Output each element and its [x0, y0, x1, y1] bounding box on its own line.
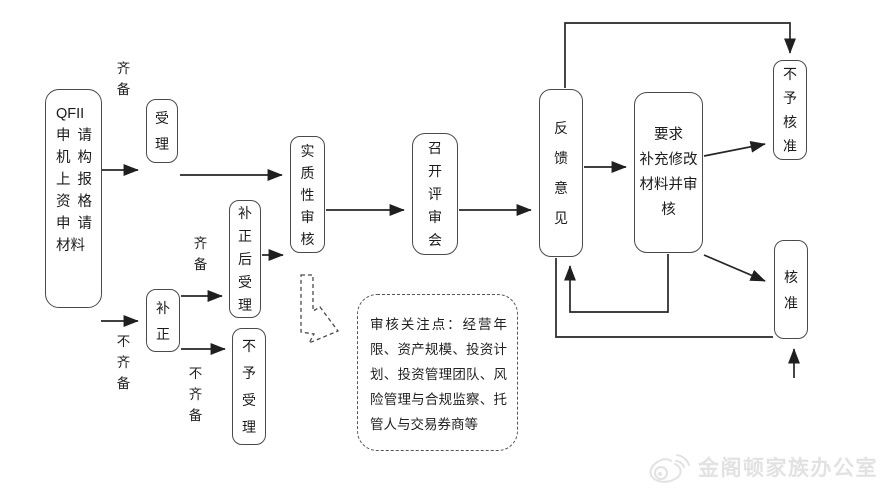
dashed-elbow-arrow: [300, 274, 340, 345]
accept-label: 受理: [155, 110, 169, 152]
edge-label-incomplete-left: 不齐备: [116, 334, 131, 391]
flow-box-substantive-review: 实质性审核: [290, 136, 325, 253]
not-approved-label: 不予核准: [783, 66, 797, 154]
flow-box-feedback-opinion: 反馈意见: [539, 89, 583, 257]
flow-box-accept-after-correction: 补正后受理: [229, 200, 261, 318]
flow-box-correction: 补正: [146, 289, 180, 352]
edge-label-complete-top: 齐备: [116, 61, 131, 97]
qfii-materials-label: QFII 申请机构上报资格申请材料: [56, 106, 92, 254]
correction-label: 补正: [156, 299, 170, 342]
flow-box-accept: 受理: [146, 99, 178, 163]
flow-box-review-meeting: 召开评审会: [412, 133, 458, 255]
flow-box-not-accepted: 不予受理: [232, 328, 266, 445]
substantive-review-label: 实质性审核: [300, 142, 315, 247]
accept-after-correction-label: 补正后受理: [238, 204, 252, 313]
edge-label-complete-mid: 齐备: [193, 236, 208, 272]
watermark-text: 金阁顿家族办公室: [698, 457, 878, 480]
flow-box-require-supplement-review: 要求 补充修改材料并审核: [634, 92, 703, 253]
flow-box-not-approved: 不予核准: [773, 60, 807, 160]
not-accepted-label: 不予受理: [242, 337, 256, 435]
watermark: 金阁顿家族办公室: [646, 448, 878, 486]
flow-box-qfii-materials: QFII 申请机构上报资格申请材料: [45, 89, 102, 308]
review-meeting-label: 召开评审会: [428, 139, 442, 248]
weibo-icon: [649, 454, 690, 483]
require-supplement-review-label: 要求 补充修改材料并审核: [639, 126, 698, 218]
feedback-opinion-label: 反馈意见: [554, 120, 568, 226]
flow-box-approved: 核准: [774, 240, 808, 339]
review-focus-note: 审核关注点：经营年限、资产规模、投资计划、投资管理团队、风险管理与合规监察、托管…: [357, 294, 518, 451]
approved-label: 核准: [784, 268, 798, 311]
edge-label-incomplete-mid: 不齐备: [188, 366, 203, 423]
